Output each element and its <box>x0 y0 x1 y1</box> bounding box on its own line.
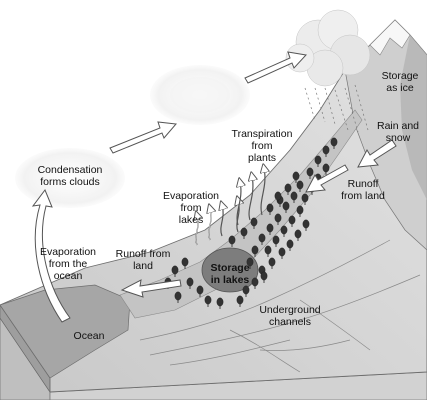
tree <box>266 223 274 233</box>
tree <box>292 171 300 181</box>
tree <box>174 291 182 301</box>
tree <box>268 257 276 267</box>
label-underground: Underground channels <box>259 304 321 328</box>
arrow-to-storm-cloud <box>244 51 307 84</box>
mountain-shadow <box>400 35 427 200</box>
tree <box>250 217 258 227</box>
tree <box>258 233 266 243</box>
tree <box>251 245 259 255</box>
tree <box>296 180 304 190</box>
tree <box>266 203 274 213</box>
tree <box>294 229 302 239</box>
tree <box>322 145 330 155</box>
snow-peak <box>369 19 411 56</box>
tree <box>286 239 294 249</box>
underground-channel-lines <box>139 239 421 373</box>
storm-cloud <box>285 9 371 87</box>
tree <box>274 213 282 223</box>
vapor-arrows-white <box>195 207 212 246</box>
tree <box>288 215 296 225</box>
lake <box>201 247 259 293</box>
tree <box>240 227 248 237</box>
tree <box>274 191 282 201</box>
tree <box>282 201 290 211</box>
label-rain-snow: Rain and snow <box>376 120 420 144</box>
tree <box>306 167 314 177</box>
tree <box>284 183 292 193</box>
tree <box>196 285 204 295</box>
label-evaporation-lakes: Evaporation from lakes <box>162 190 220 226</box>
tree <box>296 205 304 215</box>
arrow-rain-snow <box>357 139 397 168</box>
tree <box>204 295 212 305</box>
label-transpiration: Transpiration from plants <box>231 128 293 164</box>
valley-channel <box>119 109 363 319</box>
tree <box>260 271 268 281</box>
tree <box>236 295 244 305</box>
label-ocean: Ocean <box>73 330 105 342</box>
label-runoff-land-left: Runoff from land <box>115 248 171 272</box>
tree <box>242 285 250 295</box>
tree <box>228 235 236 245</box>
tree <box>278 247 286 257</box>
tree <box>216 297 224 307</box>
label-runoff-land-right: Runoff from land <box>341 178 385 202</box>
tree <box>280 225 288 235</box>
arrow-evaporation-ocean <box>31 188 71 323</box>
tree <box>301 193 309 203</box>
tree <box>314 155 322 165</box>
tree <box>330 137 338 147</box>
label-evaporation-ocean: Evaporation from the ocean <box>39 246 97 282</box>
arrow-to-middle-cloud <box>109 121 177 154</box>
label-storage-lakes: Storage in lakes <box>210 262 250 286</box>
cycle-arrows <box>31 51 397 323</box>
tree <box>264 245 272 255</box>
arrow-runoff-left <box>120 279 182 298</box>
tree <box>302 219 310 229</box>
label-condensation: Condensation forms clouds <box>37 164 103 188</box>
tree <box>290 191 298 201</box>
cloud-middle-inner <box>170 77 230 113</box>
rain-streaks <box>304 84 369 133</box>
tree <box>322 163 330 173</box>
label-storage-ice: Storage as ice <box>381 70 419 94</box>
tree <box>186 277 194 287</box>
arrow-runoff-right <box>305 164 349 193</box>
tree <box>181 257 189 267</box>
tree <box>272 235 280 245</box>
